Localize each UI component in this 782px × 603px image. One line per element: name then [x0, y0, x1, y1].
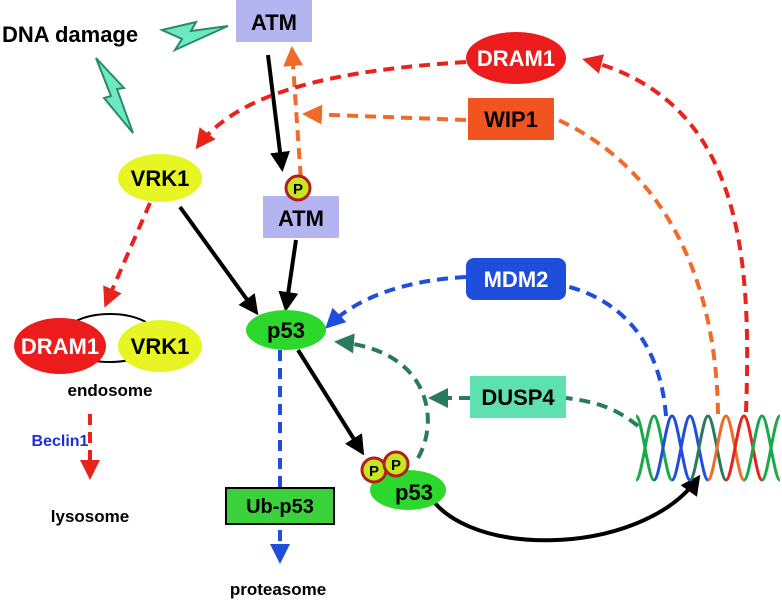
arrow-atmp-to-p53: [278, 239, 299, 312]
proteasome-label: proteasome: [230, 580, 326, 599]
complex-vrk1-label: VRK1: [131, 334, 190, 359]
dna-strand: [634, 414, 656, 482]
lightning-bolt-icon: [158, 20, 229, 53]
arrow-dna-to-mdm2: [565, 284, 668, 417]
dna-strand: [742, 414, 764, 482]
complex-dram1-label: DRAM1: [21, 334, 99, 359]
p53-label: p53: [267, 318, 305, 343]
atm-box: ATM: [236, 0, 312, 42]
dna-strand: [688, 414, 710, 482]
p53-node: p53: [246, 310, 326, 350]
arrow-dna-to-dram1: [582, 54, 750, 413]
atm-label: ATM: [251, 10, 297, 35]
arrow-p53pp-to-dna: [422, 474, 701, 543]
arrow-p53pp-to-p53: [334, 333, 430, 460]
arrow-atm-p-to-atm: [283, 46, 304, 196]
dna-strand: [670, 414, 692, 482]
arrow-mdm2-to-p53: [325, 275, 467, 329]
atm-p-label: ATM: [278, 206, 324, 231]
ub-p53-box: Ub-p53: [225, 487, 335, 525]
dna-strand: [760, 414, 782, 482]
dusp4-box: DUSP4: [470, 376, 566, 418]
wip1-box: WIP1: [468, 98, 554, 140]
endosome-label: endosome: [67, 381, 152, 400]
lightning-bolt-icon: [95, 57, 134, 134]
arrow-atm-to-atm-p: [266, 54, 290, 172]
arrow-wip1-to-atm: [302, 104, 467, 125]
dna-strand: [724, 414, 746, 482]
arrow-vrk1-to-complex: [103, 202, 152, 308]
dna-strand: [706, 414, 728, 482]
atm-p-box: ATM: [263, 196, 339, 238]
dram1-label: DRAM1: [477, 46, 555, 71]
arrow-dram1-to-vrk1: [195, 60, 467, 150]
phospho-icon: P: [284, 174, 312, 202]
dna-strand: [652, 414, 674, 482]
wip1-label: WIP1: [484, 107, 538, 132]
dna-damage-label: DNA damage: [2, 22, 138, 47]
mdm2-box: MDM2: [466, 258, 566, 300]
lysosome-label: lysosome: [51, 507, 129, 526]
vrk1-label: VRK1: [131, 166, 190, 191]
vrk1-node: VRK1: [118, 154, 202, 202]
beclin1-label: Beclin1: [32, 433, 89, 450]
p53-pp-node: p53: [370, 470, 446, 510]
arrow-p53-to-p53pp: [296, 348, 365, 456]
phospho-icon: P: [382, 450, 410, 478]
phospho-icon: P: [360, 456, 388, 484]
dna-helix-icon: [634, 414, 782, 482]
arrow-dna-to-wip1: [553, 116, 720, 415]
phospho-label: P: [293, 181, 303, 198]
ub-p53-label: Ub-p53: [246, 496, 314, 518]
dram1-node: DRAM1: [466, 32, 566, 84]
phospho-label: P: [391, 457, 401, 474]
p53-pp-label: p53: [395, 480, 433, 505]
arrow-dna-to-dusp4: [565, 396, 640, 428]
dram1-vrk1-complex: DRAM1 VRK1: [14, 313, 202, 374]
dusp4-label: DUSP4: [481, 385, 555, 410]
phospho-label: P: [369, 463, 379, 480]
arrow-vrk1-to-p53: [178, 205, 259, 316]
mdm2-label: MDM2: [484, 267, 549, 292]
